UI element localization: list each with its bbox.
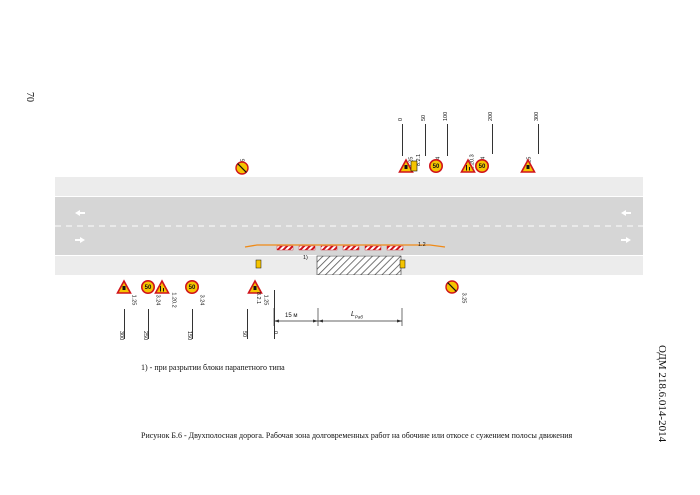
document-code: ОДМ 218.6.014-2014 (656, 345, 668, 443)
road-works-triangle-sign-bottom-300 (116, 279, 132, 294)
svg-text:50: 50 (433, 164, 440, 170)
road-works-triangle-sign-top-200 (520, 158, 536, 173)
top-leader-300 (538, 124, 539, 154)
figure-caption: Рисунок Б.6 - Двухполосная дорога. Рабоч… (141, 431, 631, 441)
bottom-distance-300: 300 (118, 331, 124, 341)
dimension-15m: 15 м (285, 313, 298, 319)
narrowing-triangle-sign-top (460, 158, 476, 173)
bottom-distance-150: 150 (186, 331, 192, 341)
road-plan (55, 177, 643, 275)
top-distance-300: 300 (534, 111, 540, 121)
dimension-lines (273, 308, 403, 326)
top-distance-0: 0 (398, 117, 404, 121)
speed-limit-sign-top-2: 50 (475, 159, 489, 173)
block-note-marker: 1) (303, 255, 308, 261)
line-marking-label: 1.2 (418, 242, 426, 248)
top-leader-50 (425, 124, 426, 156)
sign-code-bottom-s50b: 8.2.1 (255, 291, 262, 305)
top-distance-200: 200 (488, 111, 494, 121)
top-distance-50: 50 (421, 114, 427, 121)
bottom-leader-150 (192, 309, 193, 339)
sign-code-bottom-far-right: 3.25 (460, 292, 467, 304)
top-leader-0 (402, 124, 403, 156)
bottom-distance-50: 50 (241, 331, 247, 338)
speed-limit-sign-top: 50 (429, 159, 443, 173)
page-number: 70 (24, 92, 35, 102)
svg-text:50: 50 (145, 285, 152, 291)
footnote: 1) - при разрытии блоки парапетного типа (141, 363, 285, 372)
sign-code-bottom-s300: 1.25 (130, 294, 137, 306)
figure-caption-text: Двухполосная дорога. Рабочая зона долгов… (188, 431, 573, 440)
road-works-triangle-sign-bottom-50 (247, 279, 263, 294)
figure-caption-label: Рисунок Б.6 - (141, 431, 187, 440)
speed-limit-sign-bottom: 50 (141, 280, 155, 294)
bottom-distance-250: 250 (142, 331, 148, 341)
bottom-distance-0: 0 (272, 331, 278, 335)
sign-code-bottom-s150: 3.24 (198, 294, 205, 306)
bottom-leader-250 (148, 309, 149, 339)
distance-plate-sign-top (410, 160, 418, 172)
svg-text:50: 50 (189, 285, 196, 291)
top-leader-200 (492, 124, 493, 154)
road-works-triangle-sign-top-0 (398, 158, 414, 173)
bottom-leader-50 (247, 309, 248, 339)
speed-limit-sign-bottom-150: 50 (185, 280, 199, 294)
no-parking-end-sign-bottom (445, 280, 459, 294)
no-parking-end-sign-top (235, 161, 249, 175)
top-leader-100 (447, 124, 448, 156)
sign-code-bottom-s250a: 3.24 (154, 294, 161, 306)
sign-code-bottom-s50a: 1.25 (262, 294, 269, 306)
sign-code-bottom-s250b: 1.20.2 (170, 292, 177, 308)
top-distance-100: 100 (443, 111, 449, 121)
dimension-work-length: LРаб (351, 311, 363, 320)
bottom-leader-300 (124, 309, 125, 339)
svg-text:50: 50 (479, 164, 486, 170)
narrowing-triangle-sign-bottom (154, 279, 170, 294)
